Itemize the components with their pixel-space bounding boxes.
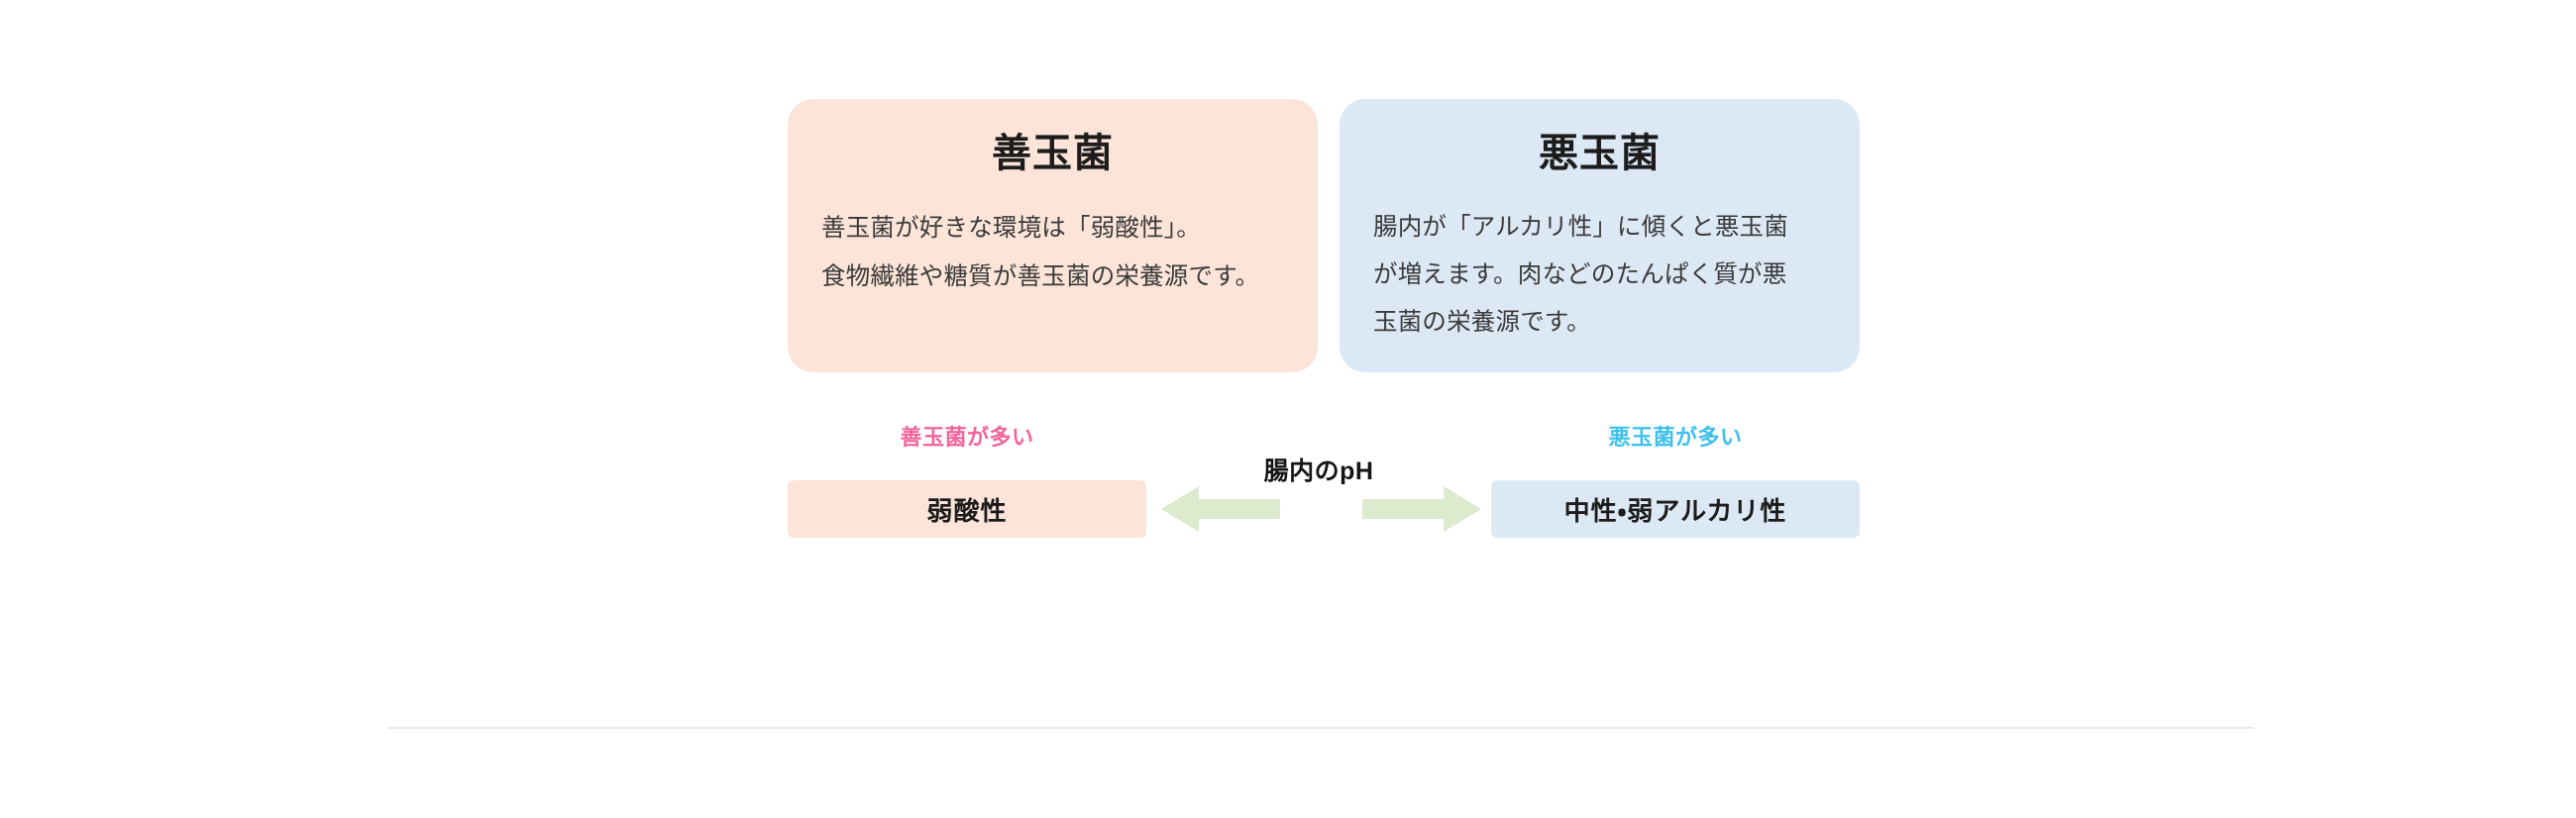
ph-bar-weak-acidic-label: 弱酸性	[926, 495, 1008, 526]
card-bad-bacteria-body-line-2: が増えます。肉などのたんぱく質が悪	[1373, 260, 1787, 288]
card-good-bacteria-body-line-1: 善玉菌が好きな環境は「弱酸性」。	[821, 215, 1201, 242]
ph-caption-bad-bacteria-high: 悪玉菌が多い	[1608, 425, 1743, 450]
bottom-divider	[388, 727, 2254, 729]
ph-caption-good-bacteria-high: 善玉菌が多い	[900, 425, 1034, 450]
card-good-bacteria-title: 善玉菌	[992, 132, 1114, 175]
card-bad-bacteria-body: 腸内が「アルカリ性」に傾くと悪玉菌 が増えます。肉などのたんぱく質が悪 玉菌の栄…	[1373, 204, 1826, 346]
ph-scale-captions: 善玉菌が多い 悪玉菌が多い	[788, 421, 1860, 455]
arrow-left-icon	[1161, 486, 1280, 532]
ph-bar-neutral-weak-alkaline-label: 中性・弱アルカリ性	[1563, 495, 1787, 526]
card-good-bacteria: 善玉菌 善玉菌が好きな環境は「弱酸性」。 食物繊維や糖質が善玉菌の栄養源です。	[788, 99, 1318, 372]
bacteria-cards-row: 善玉菌 善玉菌が好きな環境は「弱酸性」。 食物繊維や糖質が善玉菌の栄養源です。 …	[788, 99, 1860, 372]
card-bad-bacteria-title: 悪玉菌	[1539, 132, 1661, 175]
card-good-bacteria-body-line-2: 食物繊維や糖質が善玉菌の栄養源です。	[821, 263, 1260, 290]
arrow-right-icon	[1362, 486, 1481, 532]
ph-bar-weak-acidic: 弱酸性	[788, 480, 1146, 538]
card-bad-bacteria: 悪玉菌 腸内が「アルカリ性」に傾くと悪玉菌 が増えます。肉などのたんぱく質が悪 …	[1340, 99, 1860, 372]
card-bad-bacteria-body-line-3: 玉菌の栄養源です。	[1373, 308, 1591, 336]
ph-scale-center-label: 腸内のpH	[1263, 458, 1374, 485]
card-bad-bacteria-body-line-1: 腸内が「アルカリ性」に傾くと悪玉菌	[1373, 214, 1788, 241]
card-good-bacteria-body: 善玉菌が好きな環境は「弱酸性」。 食物繊維や糖質が善玉菌の栄養源です。	[821, 204, 1284, 301]
ph-bar-neutral-weak-alkaline: 中性・弱アルカリ性	[1491, 480, 1860, 538]
ph-scale-section: 善玉菌が多い 悪玉菌が多い 腸内のpH 弱酸性 中性・弱アルカリ性	[788, 421, 1860, 540]
